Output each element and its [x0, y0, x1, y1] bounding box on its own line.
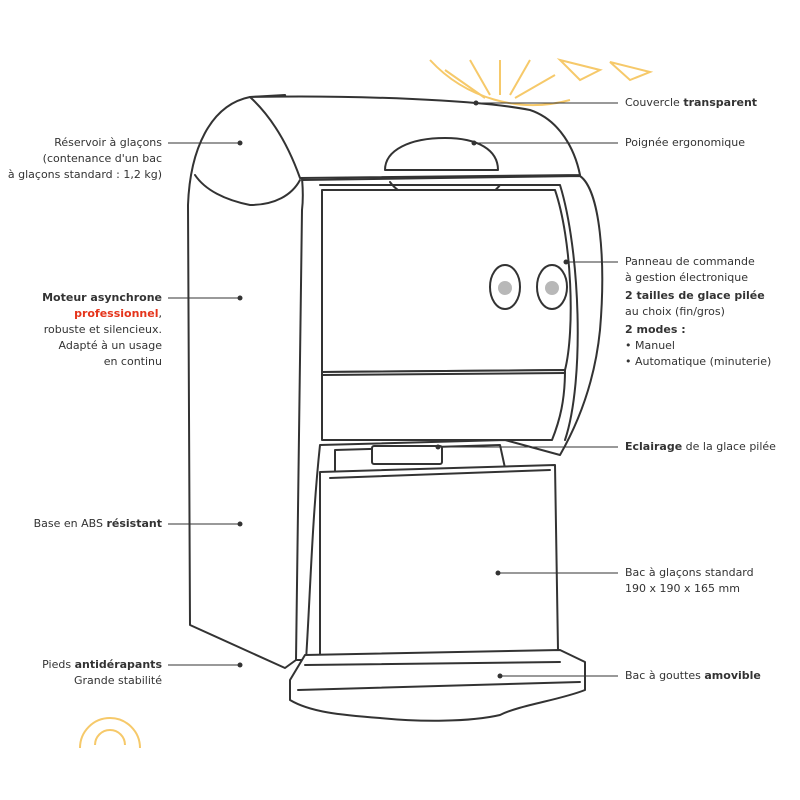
- ergonomic-handle: [384, 137, 499, 171]
- motor-highlight: professionnel: [74, 307, 159, 320]
- label-lighting: Eclairage de la glace pilée: [625, 440, 776, 453]
- label-control-panel: Panneau de commande à gestion électroniq…: [625, 255, 772, 368]
- motor-title: Moteur asynchrone: [42, 291, 162, 304]
- lemon-slice-icon: [79, 717, 141, 749]
- label-motor: Moteur asynchrone professionnel, robuste…: [42, 291, 162, 368]
- lemon-slice-icon: [429, 58, 654, 107]
- label-reservoir: Réservoir à glaçons (contenance d'un bac…: [7, 136, 162, 181]
- label-handle: Poignée ergonomique: [625, 136, 746, 149]
- machine-body: [187, 94, 304, 669]
- front-frame: [295, 175, 604, 661]
- label-lid: Couvercle transparent: [625, 96, 758, 109]
- label-ice-tray: Bac à glaçons standard 190 x 190 x 165 m…: [625, 566, 754, 595]
- label-base: Base en ABS résistant: [33, 517, 162, 530]
- transparent-lid: [249, 95, 581, 179]
- label-drip-tray: Bac à gouttes amovible: [625, 669, 761, 682]
- label-feet: Pieds antidérapants Grande stabilité: [42, 658, 162, 687]
- ice-tray: [319, 464, 559, 672]
- control-panel-face: [321, 189, 572, 373]
